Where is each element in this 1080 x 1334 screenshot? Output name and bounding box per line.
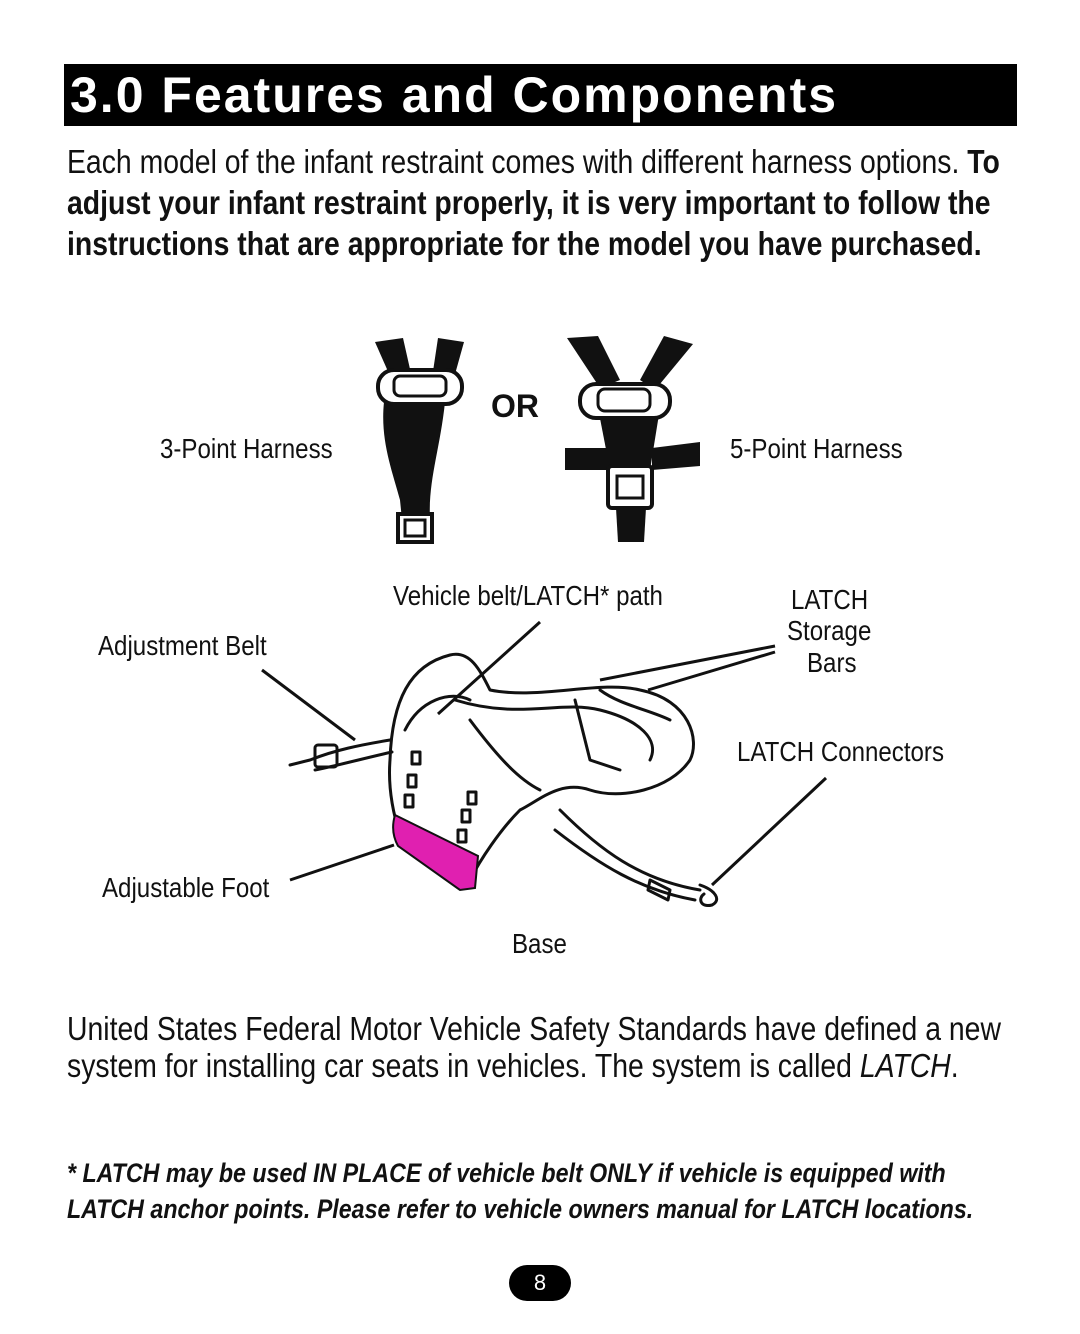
intro-text: Each model of the infant restraint comes… (67, 143, 968, 180)
latch-paragraph-text: United States Federal Motor Vehicle Safe… (67, 1010, 1001, 1084)
latch-storage-label-line1: LATCH (791, 584, 869, 615)
latch-paragraph: United States Federal Motor Vehicle Safe… (67, 1010, 1013, 1084)
latch-paragraph-end: . (950, 1047, 959, 1084)
latch-storage-label-line3: Bars (807, 647, 857, 678)
intro-paragraph: Each model of the infant restraint comes… (67, 141, 1013, 264)
vehicle-belt-latch-path-label: Vehicle belt/LATCH* path (393, 580, 663, 611)
car-seat-base-illustration (261, 620, 828, 908)
latch-storage-label-line2: Storage (787, 615, 872, 646)
intro-emphasis: To adjust your infant restraint properly… (67, 143, 1000, 262)
adjustable-foot-highlight (392, 813, 480, 892)
or-label: OR (491, 388, 539, 424)
section-title: 3.0 Features and Components (70, 67, 839, 123)
section-title-bar: 3.0 Features and Components (64, 64, 1017, 126)
adjustable-foot-label: Adjustable Foot (102, 872, 270, 903)
three-point-harness-image (375, 338, 464, 544)
five-point-harness-image (565, 336, 700, 542)
page-number: 8 (509, 1265, 571, 1301)
latch-connectors-label: LATCH Connectors (737, 736, 944, 767)
five-point-harness-label: 5-Point Harness (730, 433, 903, 464)
harness-illustration (375, 336, 700, 544)
latch-term: LATCH (859, 1047, 951, 1084)
base-label: Base (512, 928, 567, 959)
latch-footnote: * LATCH may be used IN PLACE of vehicle … (67, 1158, 974, 1224)
three-point-harness-label: 3-Point Harness (160, 433, 333, 464)
adjustment-belt-label: Adjustment Belt (98, 630, 267, 661)
